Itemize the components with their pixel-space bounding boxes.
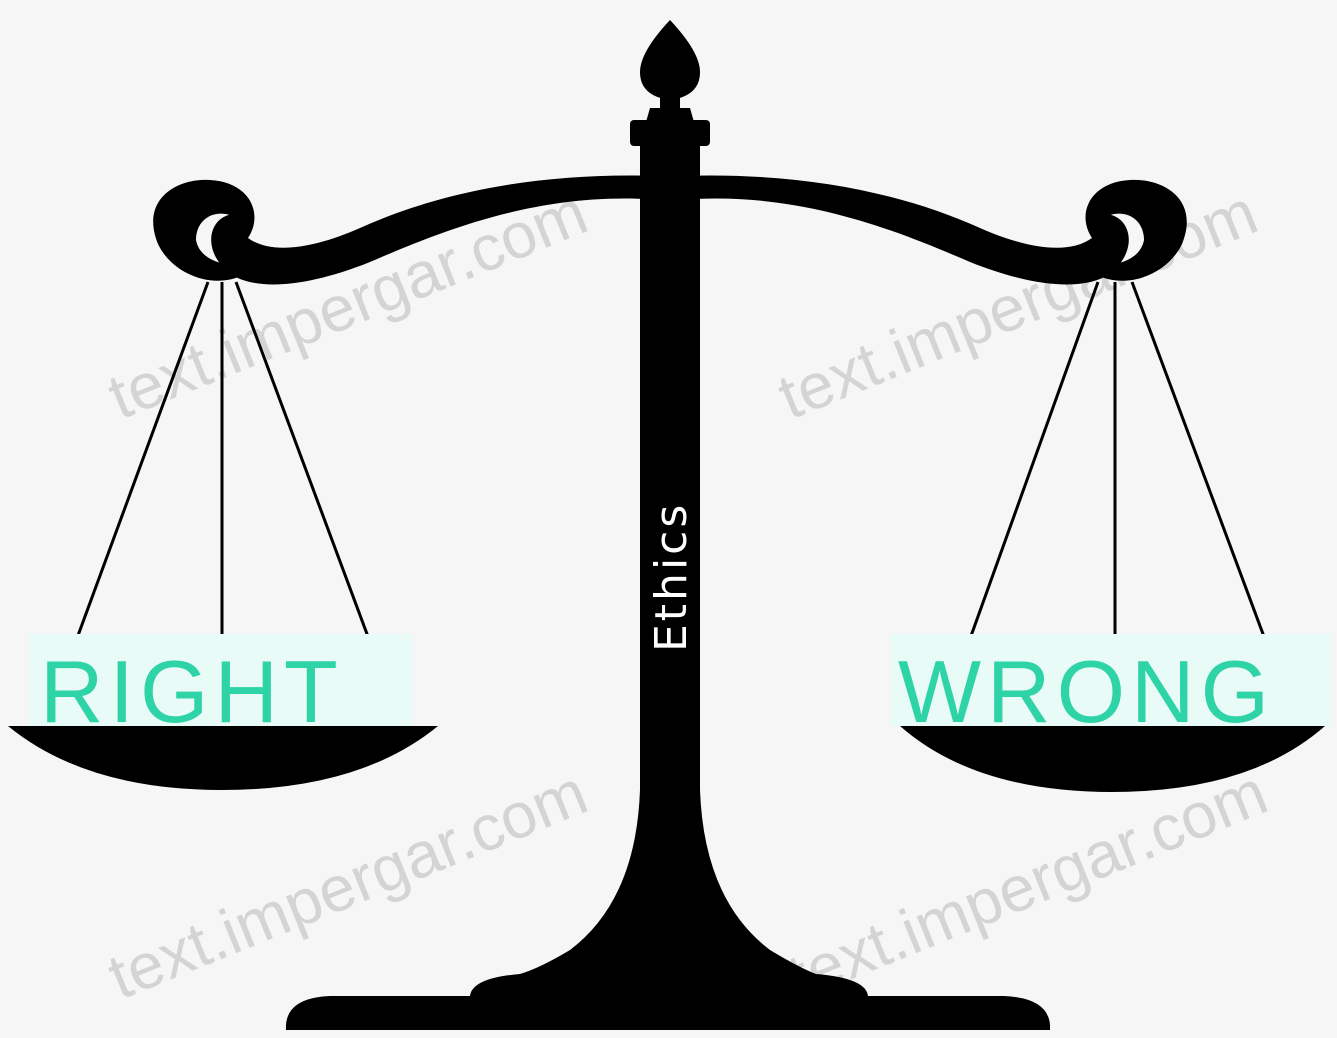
scale-pillar [630,20,710,570]
right-pan [900,726,1325,792]
watermark-text: text.impergar.com [778,756,1277,1013]
finial [640,20,700,100]
pillar-label: Ethics [646,502,697,652]
left-pan [8,726,438,790]
